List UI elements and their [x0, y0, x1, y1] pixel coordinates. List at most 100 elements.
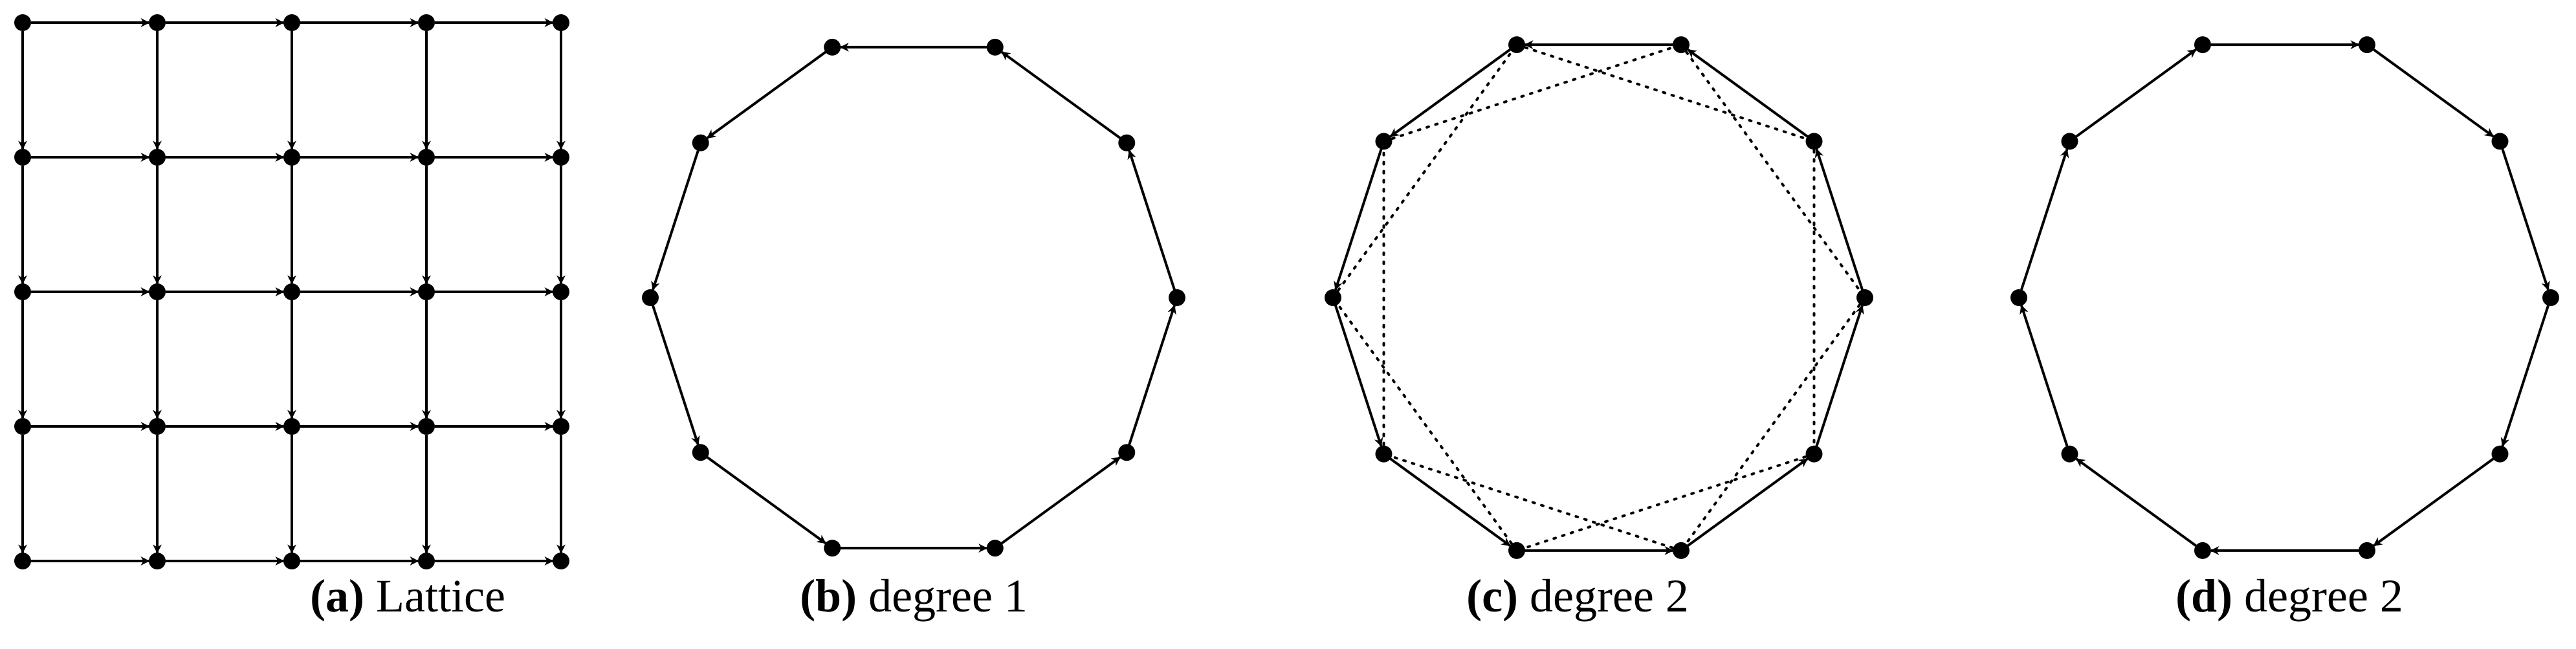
chord-edge: [1680, 296, 1866, 552]
node-5: [2010, 289, 2027, 306]
chord-edge: [1382, 452, 1683, 552]
node-9: [1805, 133, 1823, 150]
ring-edge: [1812, 305, 1864, 455]
node-7: [2194, 36, 2211, 54]
chord-edge: [1332, 43, 1518, 299]
chord-edge: [1332, 296, 1518, 552]
node-0: [14, 14, 31, 31]
ring-edge: [1001, 50, 1128, 144]
node-1: [2491, 445, 2509, 463]
node-13: [418, 283, 435, 300]
node-7: [1508, 36, 1525, 54]
ring-edge: [2020, 305, 2075, 456]
node-5: [1325, 289, 1341, 306]
node-9: [1118, 134, 1136, 151]
node-6: [149, 149, 166, 166]
ring-edge: [2495, 140, 2550, 291]
node-11: [149, 283, 166, 300]
ring-degree-2-chords-graph: [1325, 36, 1873, 559]
ring-edge: [1125, 305, 1176, 453]
ring-edge: [649, 297, 700, 446]
ring-edge: [2364, 41, 2494, 138]
caption-a-letter: (a): [310, 570, 365, 622]
node-9: [2491, 133, 2509, 150]
caption-c: (c) degree 2: [1286, 569, 1869, 623]
caption-a: (a) Lattice: [116, 569, 699, 623]
ring-edge: [1687, 49, 1815, 143]
ring-edge: [1334, 140, 1385, 291]
caption-d-letter: (d): [2175, 570, 2233, 622]
chord-edge: [1680, 43, 1866, 299]
node-8: [2359, 36, 2376, 54]
node-17: [283, 418, 300, 435]
node-0: [1856, 289, 1873, 306]
ring-degree-2-bidirectional-graph: [2010, 36, 2559, 559]
node-8: [1673, 36, 1690, 54]
node-5: [642, 289, 659, 306]
node-4: [553, 14, 569, 31]
ring-edge: [651, 142, 702, 291]
node-1: [149, 14, 166, 31]
node-7: [283, 149, 300, 166]
node-3: [2194, 542, 2211, 559]
node-0: [1169, 289, 1185, 306]
node-3: [824, 540, 841, 557]
node-6: [2061, 133, 2078, 150]
node-1: [1805, 445, 1823, 463]
node-4: [1375, 445, 1393, 463]
node-8: [986, 38, 1004, 56]
node-2: [986, 540, 1004, 557]
chord-edge: [1382, 43, 1683, 143]
node-4: [692, 444, 709, 461]
ring-edge: [699, 451, 826, 545]
lattice-graph: [14, 14, 569, 569]
node-6: [1375, 133, 1393, 150]
node-14: [553, 283, 569, 300]
ring-edge: [2075, 457, 2205, 555]
chord-edge: [1515, 452, 1816, 552]
ring-edge: [1127, 149, 1178, 298]
node-16: [149, 418, 166, 435]
ring-edge: [1814, 148, 1866, 298]
node-9: [553, 149, 569, 166]
node-3: [418, 14, 435, 31]
node-2: [2359, 542, 2376, 559]
ring-edge: [2014, 148, 2069, 299]
caption-b-text: degree 1: [868, 570, 1028, 622]
node-6: [692, 134, 709, 151]
node-4: [2061, 445, 2078, 463]
ring-edge: [707, 46, 833, 139]
caption-d-text: degree 2: [2244, 570, 2403, 622]
node-20: [14, 553, 31, 569]
node-19: [553, 418, 569, 435]
node-22: [283, 553, 300, 569]
node-21: [149, 553, 166, 569]
caption-b: (b) degree 1: [622, 569, 1205, 623]
node-23: [418, 553, 435, 569]
caption-c-letter: (c): [1466, 570, 1519, 622]
node-18: [418, 418, 435, 435]
node-7: [824, 38, 841, 56]
caption-d: (d) degree 2: [1998, 569, 2576, 623]
ring-degree-1-graph: [642, 38, 1185, 557]
ring-edge: [2373, 450, 2503, 547]
node-5: [14, 149, 31, 166]
node-8: [418, 149, 435, 166]
node-2: [283, 14, 300, 31]
caption-a-text: Lattice: [376, 570, 505, 622]
ring-edge: [2500, 296, 2555, 447]
node-24: [553, 553, 569, 569]
node-3: [1508, 542, 1525, 559]
caption-b-letter: (b): [800, 570, 857, 622]
node-15: [14, 418, 31, 435]
ring-edge: [1680, 457, 1809, 552]
node-12: [283, 283, 300, 300]
node-0: [2542, 289, 2559, 306]
node-2: [1673, 542, 1690, 559]
ring-edge: [994, 456, 1121, 549]
ring-edge: [2067, 49, 2197, 145]
node-1: [1118, 444, 1136, 461]
chord-edge: [1515, 43, 1816, 143]
ring-edge: [1332, 297, 1383, 447]
